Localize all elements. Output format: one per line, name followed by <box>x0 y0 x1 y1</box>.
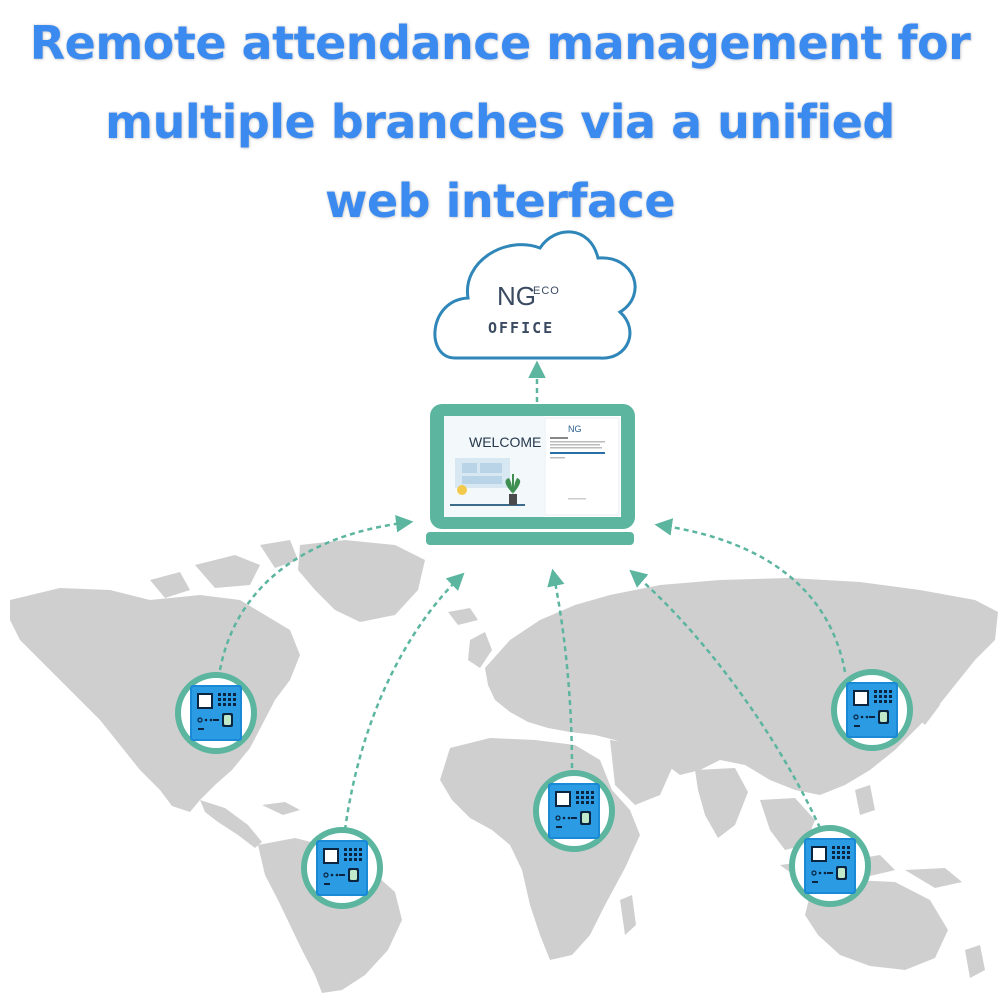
arrow-africa <box>547 568 574 769</box>
arrow-north-america <box>218 514 414 671</box>
laptop-welcome-text: WELCOME <box>469 434 541 450</box>
fingerprint-terminal-icon <box>803 837 857 895</box>
cloud-icon <box>433 230 637 360</box>
arrow-east-asia <box>654 518 847 673</box>
world-map <box>10 540 998 993</box>
headline: Remote attendance management for multipl… <box>0 0 1000 241</box>
cloud-brand-text: NG <box>497 281 536 311</box>
fingerprint-terminal-icon <box>845 681 899 739</box>
cloud-node: NG ECO OFFICE <box>433 230 637 360</box>
headline-line-1: Remote attendance management for <box>29 16 971 70</box>
device-node-africa <box>533 770 615 852</box>
laptop-base <box>426 532 634 545</box>
lightbulb-icon <box>457 485 467 495</box>
fingerprint-terminal-icon <box>189 684 243 742</box>
device-node-east-asia <box>831 669 913 751</box>
device-node-north-america <box>175 672 257 754</box>
fingerprint-terminal-icon <box>315 839 369 897</box>
device-node-oceania <box>789 825 871 907</box>
laptop-screen-logo: NG <box>568 424 582 434</box>
headline-line-2: multiple branches via a unified <box>105 95 895 149</box>
laptop: WELCOME NG <box>426 404 635 545</box>
arrow-oceania <box>629 569 822 829</box>
login-panel <box>544 417 620 516</box>
cloud-product-text: OFFICE <box>488 319 554 337</box>
arrow-south-america <box>343 572 465 831</box>
device-node-south-america <box>301 827 383 909</box>
plant-icon <box>505 474 521 505</box>
fingerprint-terminal-icon <box>547 782 601 840</box>
cloud-brand-suffix: ECO <box>533 285 560 297</box>
connection-arrows <box>218 514 847 831</box>
headline-line-3: web interface <box>324 174 676 228</box>
